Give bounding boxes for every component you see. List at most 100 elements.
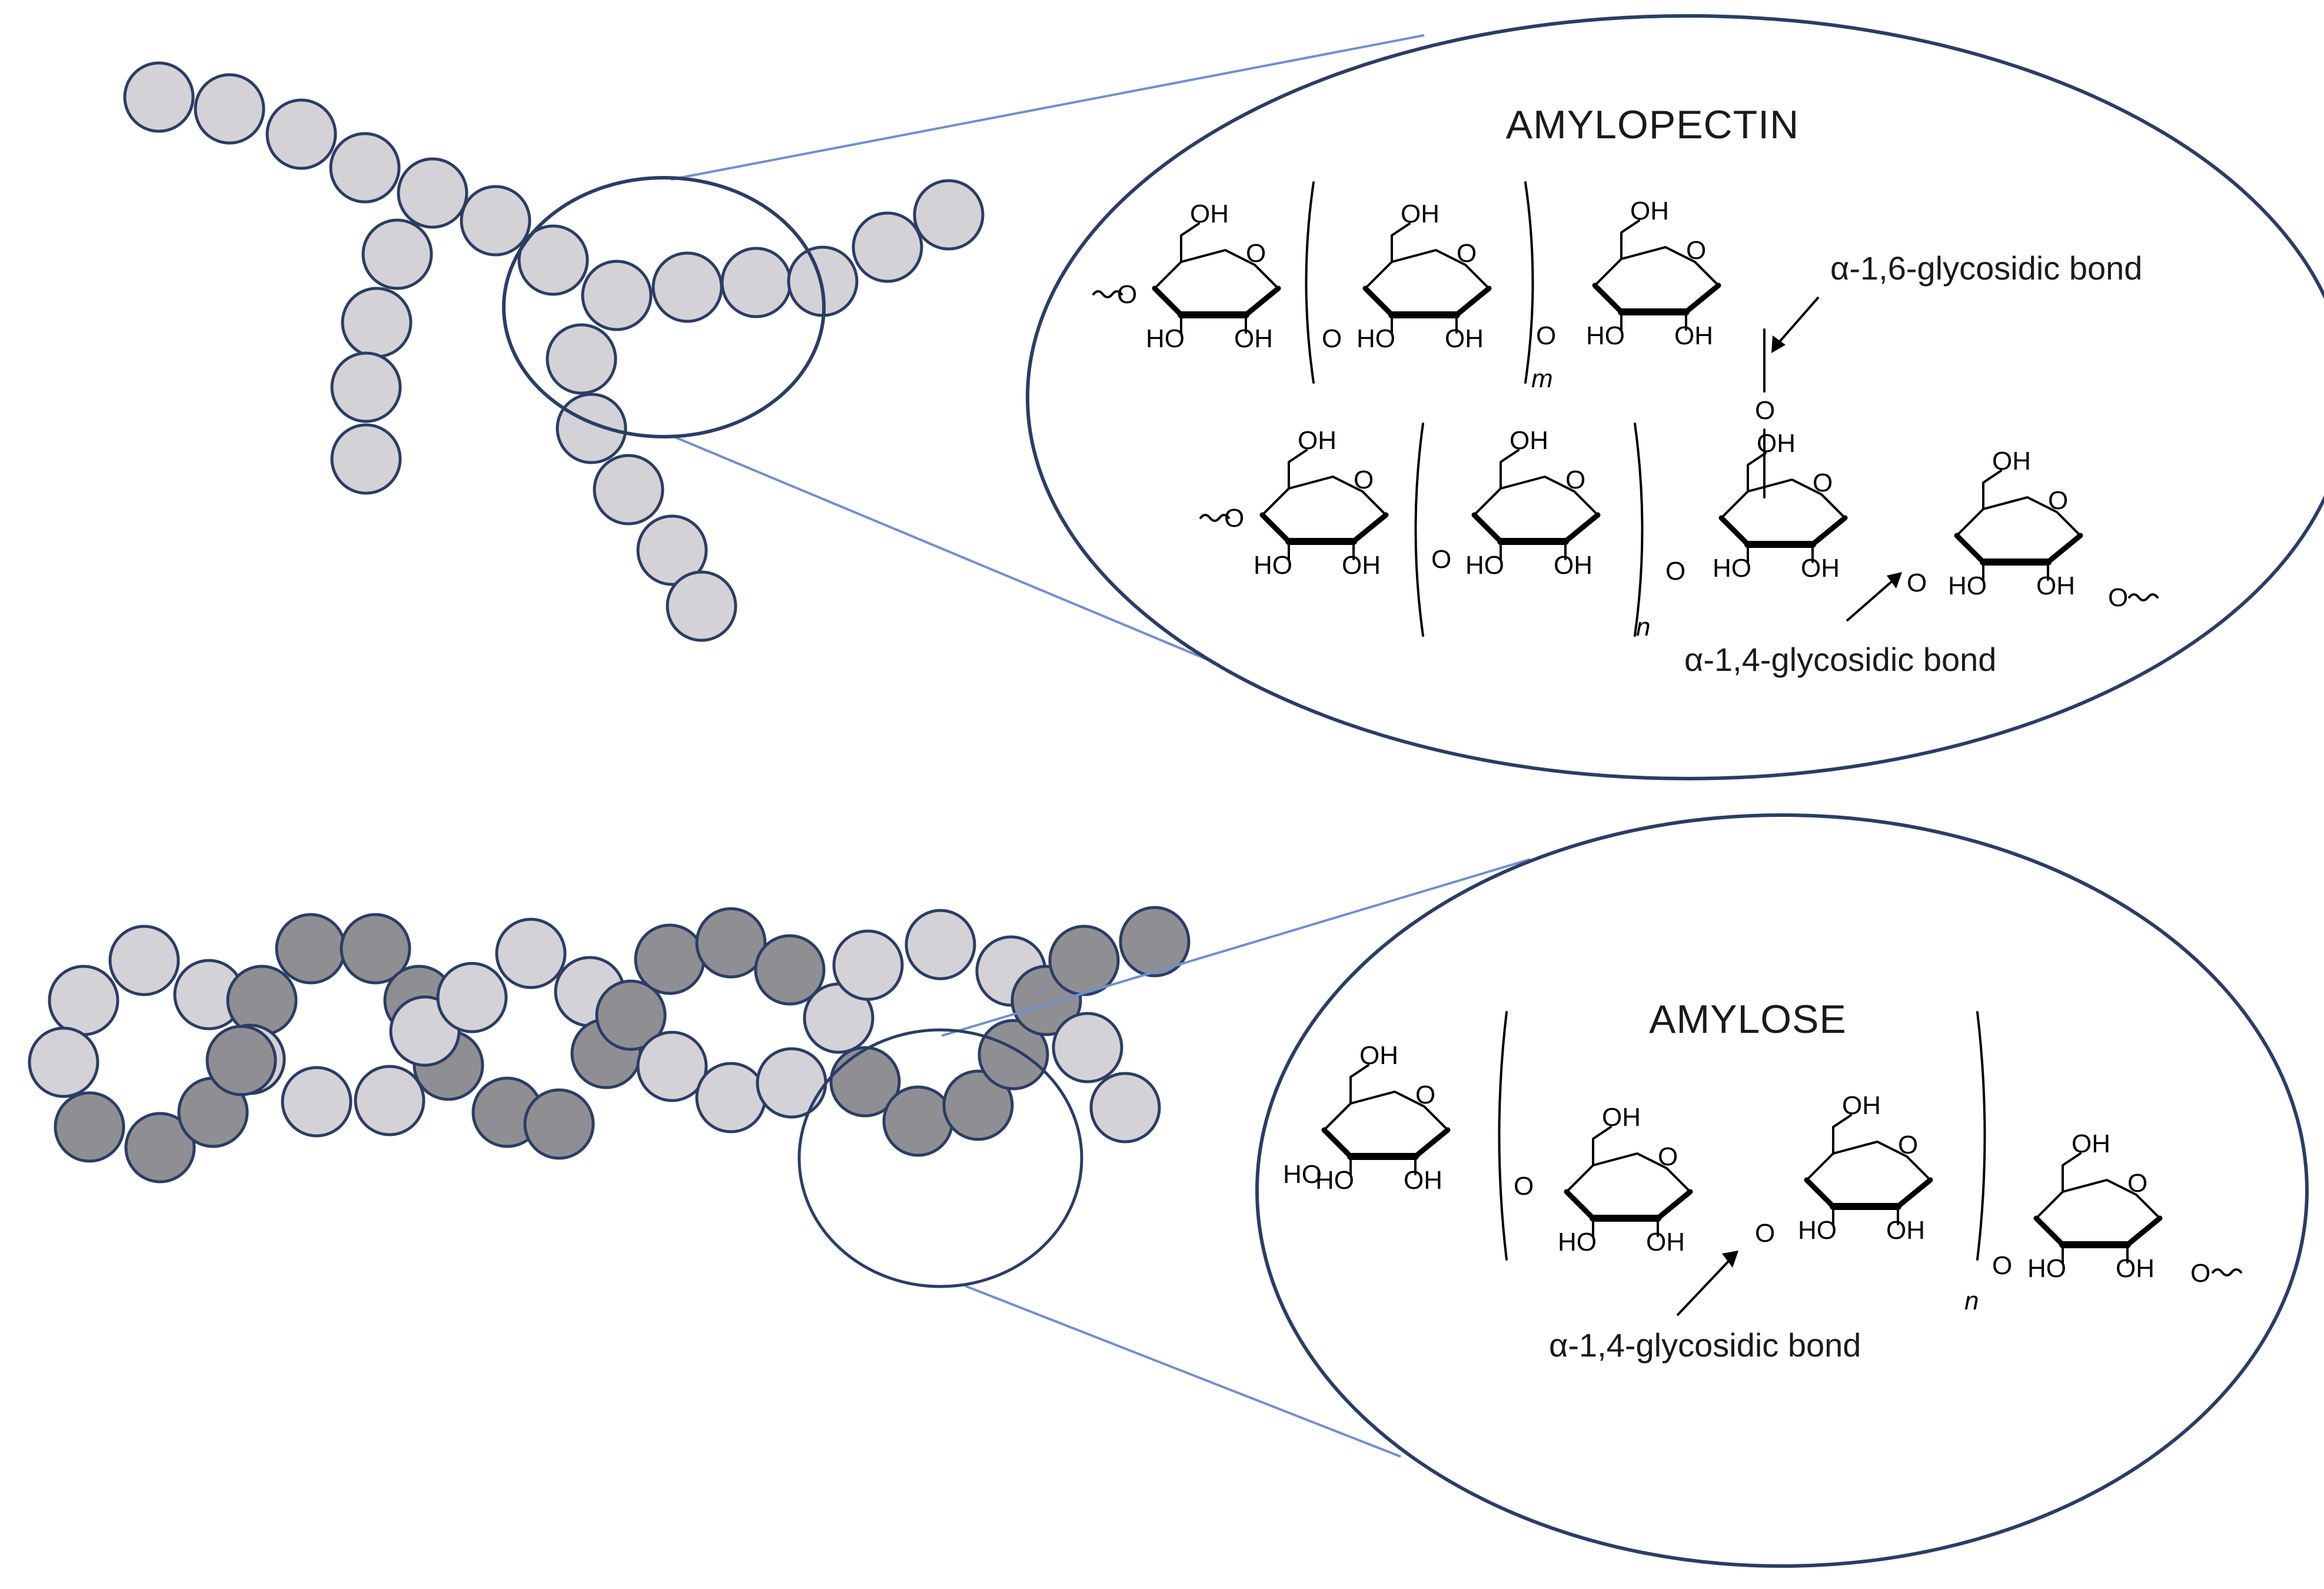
glucose-bead-dark	[340, 913, 411, 985]
amylopectin-bond-16-arrowhead	[1771, 335, 1786, 353]
ring-oxygen-label: O	[1898, 1131, 1918, 1159]
glycosidic-oxygen-label: O	[1755, 396, 1775, 425]
glucose-bead	[397, 157, 468, 229]
repeat-subscript-n: n	[1636, 613, 1650, 641]
glucose-bead	[756, 1047, 827, 1119]
repeat-bracket-open	[1414, 423, 1424, 637]
glucose-bead-dark	[226, 965, 298, 1036]
ring-oxygen-label: O	[1246, 239, 1266, 268]
hydroxyl-label: HO	[1465, 551, 1504, 580]
glycosidic-oxygen-label: O	[1431, 545, 1451, 574]
repeat-bracket-close	[1634, 423, 1644, 637]
amylose-bond-14-label: α-1,4-glycosidic bond	[1549, 1327, 1861, 1364]
glucose-ring	[1321, 1064, 1451, 1175]
hydroxyl-label: OH	[2116, 1254, 2155, 1283]
glucose-bead-dark	[54, 1091, 125, 1163]
glucose-bead-dark	[882, 1085, 954, 1157]
hydroxyl-label: OH	[1445, 324, 1484, 353]
amylose-bond-14-arrowhead	[1722, 1251, 1738, 1268]
glucose-bead	[517, 224, 589, 296]
ring-oxygen-label: O	[1565, 466, 1585, 494]
glucose-bead	[852, 211, 923, 283]
hydroxyl-label: HO	[1283, 1160, 1322, 1189]
glucose-ring	[1471, 449, 1601, 560]
hydroxyl-label: HO	[1798, 1216, 1837, 1245]
hydroxyl-label: OH	[2036, 571, 2075, 600]
hydroxyl-label: OH	[1602, 1103, 1641, 1132]
amylopectin-detail-ellipse	[1026, 14, 2324, 780]
glycosidic-oxygen-label: O	[1514, 1172, 1534, 1201]
glucose-bead-dark	[275, 913, 347, 985]
glucose-bead-dark	[1119, 906, 1191, 978]
hydroxyl-label: OH	[1554, 551, 1592, 580]
glucose-bead	[593, 454, 664, 526]
glucose-bead-dark	[634, 923, 706, 995]
glucose-bead	[281, 1066, 353, 1138]
amylopectin-bond-16-label: α-1,6-glycosidic bond	[1830, 250, 2142, 287]
repeat-bracket-close	[1524, 181, 1534, 384]
glucose-ring	[1259, 449, 1389, 560]
amylopectin-bond-14-callout: α-1,4-glycosidic bond	[1684, 572, 1996, 678]
hydroxyl-label: HO	[1948, 571, 1987, 600]
glucose-ring	[1718, 452, 1848, 563]
glucose-bead	[651, 251, 723, 323]
amylose-title: AMYLOSE	[1649, 997, 1847, 1042]
amylose-bead-model	[28, 906, 1191, 1184]
glucose-bead	[720, 247, 792, 318]
chain-end-wavy	[1092, 290, 1123, 298]
hydroxyl-label: OH	[1342, 551, 1381, 580]
chain-end-wavy	[1199, 514, 1230, 522]
hydroxyl-label: OH	[1359, 1041, 1398, 1070]
amylopectin-title: AMYLOPECTIN	[1506, 102, 1799, 147]
hydroxyl-label: HO	[1315, 1166, 1354, 1195]
glucose-bead	[354, 1065, 425, 1136]
glucose-bead	[330, 423, 402, 495]
glucose-bead	[361, 218, 433, 290]
hydroxyl-label: OH	[1801, 554, 1840, 583]
amylopectin-bond-14-arrow	[1846, 579, 1895, 622]
glucose-bead	[546, 323, 617, 395]
glycosidic-oxygen-label: O	[1117, 280, 1137, 309]
repeat-bracket-open	[1498, 1011, 1508, 1261]
glucose-bead	[1052, 1012, 1123, 1083]
hydroxyl-label: HO	[2027, 1254, 2066, 1283]
amylose-bond-14-callout: α-1,4-glycosidic bond	[1549, 1251, 1861, 1364]
amylose-zoom	[797, 858, 1531, 1458]
glycosidic-oxygen-label: O	[2108, 583, 2128, 612]
glucose-bead	[265, 98, 337, 170]
hydroxyl-label: OH	[2072, 1129, 2110, 1158]
glucose-bead	[636, 1030, 708, 1102]
hydroxyl-label: HO	[1586, 321, 1625, 350]
glucose-bead	[495, 918, 567, 989]
glucose-bead-dark	[942, 1069, 1014, 1141]
repeat-bracket-close	[1976, 1011, 1986, 1261]
glucose-ring	[1362, 222, 1492, 334]
glucose-bead	[1089, 1072, 1161, 1143]
glucose-bead-dark	[695, 907, 767, 979]
hydroxyl-label: HO	[1357, 324, 1395, 353]
glucose-bead	[581, 260, 653, 331]
glycosidic-oxygen-label: O	[1992, 1251, 2012, 1280]
ring-oxygen-label: O	[1354, 466, 1374, 494]
glucose-bead	[341, 287, 413, 358]
hydroxyl-label: HO	[1558, 1228, 1597, 1256]
glycosidic-oxygen-label: O	[1907, 569, 1927, 597]
hydroxyl-label: OH	[1510, 426, 1548, 455]
ring-oxygen-label: O	[1686, 236, 1706, 265]
glucose-bead-dark	[978, 1019, 1049, 1091]
glucose-ring	[1564, 1126, 1693, 1237]
amylose-detail-ellipse	[1255, 813, 2309, 1568]
glucose-ring	[1592, 220, 1721, 331]
glucose-bead-dark	[829, 1046, 901, 1118]
glucose-bead	[330, 351, 402, 423]
glucose-bead	[194, 73, 265, 145]
glucose-bead	[28, 1026, 99, 1098]
ring-oxygen-label: O	[2127, 1169, 2147, 1198]
hydroxyl-label: OH	[1992, 447, 2031, 476]
repeat-subscript-n: n	[1964, 1287, 1979, 1315]
repeat-subscript-m: m	[1531, 364, 1553, 393]
glucose-bead-dark	[1048, 925, 1120, 996]
hydroxyl-label: HO	[1713, 554, 1751, 583]
glucose-bead-dark	[124, 1112, 196, 1184]
